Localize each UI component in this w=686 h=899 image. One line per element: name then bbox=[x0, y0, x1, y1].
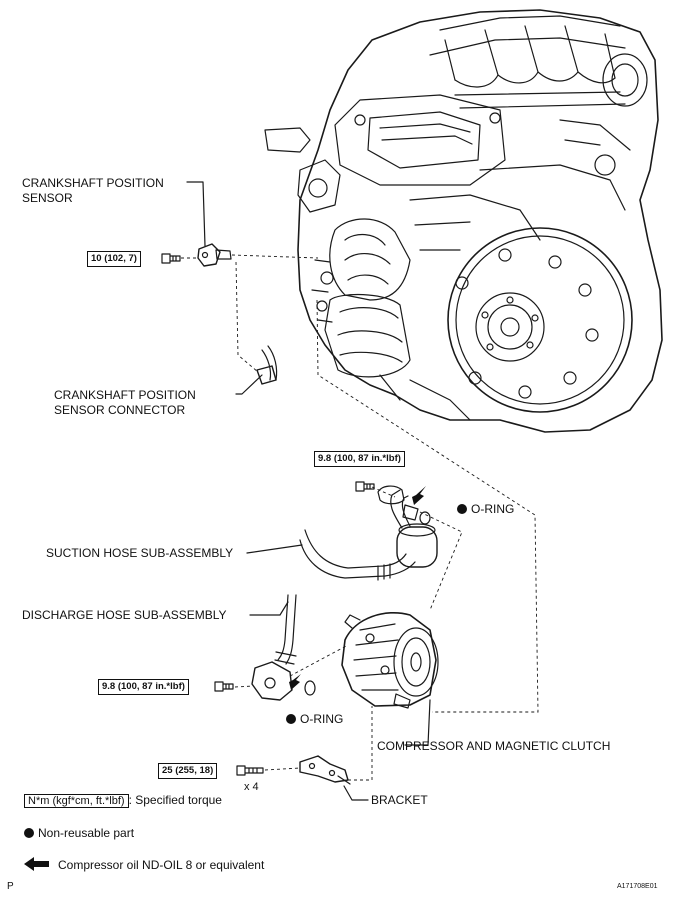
oil-arrow-top-icon bbox=[412, 486, 426, 505]
suction-bolt-icon bbox=[355, 481, 375, 492]
crankshaft-sensor-illustration bbox=[197, 243, 232, 267]
non-reusable-dot-icon bbox=[286, 714, 296, 724]
legend-torque-unit: N*m (kgf*cm, ft.*lbf) bbox=[24, 794, 129, 808]
sensor-bolt-icon bbox=[161, 253, 181, 264]
leader-discharge-hose bbox=[249, 601, 289, 616]
label-compressor: COMPRESSOR AND MAGNETIC CLUTCH bbox=[377, 739, 611, 753]
legend-torque-desc: : Specified torque bbox=[128, 793, 222, 807]
discharge-hose-illustration bbox=[251, 594, 297, 701]
label-bracket: BRACKET bbox=[371, 793, 428, 807]
sensor-connector-illustration bbox=[256, 345, 278, 385]
legend-non-reusable: Non-reusable part bbox=[24, 826, 134, 841]
compressor-illustration bbox=[341, 612, 439, 709]
label-bolt-count: x 4 bbox=[244, 781, 259, 793]
bracket-bolt-icon bbox=[236, 765, 264, 776]
legend-torque: N*m (kgf*cm, ft.*lbf): Specified torque bbox=[24, 793, 222, 809]
leader-bracket bbox=[343, 785, 369, 801]
legend-oil-text: Compressor oil ND-OIL 8 or equivalent bbox=[58, 858, 265, 872]
engine-illustration bbox=[264, 9, 663, 433]
leader-crankshaft-sensor bbox=[186, 181, 206, 247]
figure-code: A171708E01 bbox=[617, 883, 658, 890]
legend-non-reusable-text: Non-reusable part bbox=[38, 826, 135, 840]
oil-arrow-icon bbox=[24, 857, 49, 871]
torque-discharge-bolt: 9.8 (100, 87 in.*lbf) bbox=[98, 679, 189, 695]
legend-oil: Compressor oil ND-OIL 8 or equivalent bbox=[24, 857, 264, 873]
oil-arrow-bottom-icon bbox=[289, 674, 301, 690]
label-crankshaft-sensor-line1: CRANKSHAFT POSITION bbox=[22, 176, 164, 190]
torque-suction-bolt: 9.8 (100, 87 in.*lbf) bbox=[314, 451, 405, 467]
non-reusable-dot-icon bbox=[24, 828, 34, 838]
corner-mark-left: P bbox=[7, 881, 14, 892]
torque-sensor-bolt: 10 (102, 7) bbox=[87, 251, 141, 267]
suction-hose-illustration bbox=[299, 485, 438, 581]
label-sensor-connector-line2: SENSOR CONNECTOR bbox=[54, 403, 186, 417]
label-o-ring-top-text: O-RING bbox=[471, 502, 515, 516]
discharge-bolt-icon bbox=[214, 681, 234, 692]
label-crankshaft-sensor: CRANKSHAFT POSITION SENSOR bbox=[22, 176, 164, 206]
label-crankshaft-sensor-line2: SENSOR bbox=[22, 191, 73, 205]
leader-compressor bbox=[404, 699, 431, 746]
leader-suction-hose bbox=[246, 544, 303, 554]
label-o-ring-top: O-RING bbox=[457, 502, 514, 517]
torque-bracket-bolts: 25 (255, 18) bbox=[158, 763, 218, 779]
bracket-illustration bbox=[299, 755, 351, 785]
non-reusable-dot-icon bbox=[457, 504, 467, 514]
label-suction-hose: SUCTION HOSE SUB-ASSEMBLY bbox=[46, 546, 234, 560]
leader-sensor-connector bbox=[235, 374, 263, 395]
label-sensor-connector: CRANKSHAFT POSITION SENSOR CONNECTOR bbox=[54, 388, 196, 418]
o-ring-bottom-icon bbox=[304, 680, 316, 696]
o-ring-top-icon bbox=[419, 511, 431, 525]
assembly-dashed-lines bbox=[181, 254, 539, 781]
label-discharge-hose: DISCHARGE HOSE SUB-ASSEMBLY bbox=[22, 608, 227, 622]
label-o-ring-bottom-text: O-RING bbox=[300, 712, 344, 726]
label-o-ring-bottom: O-RING bbox=[286, 712, 343, 727]
label-sensor-connector-line1: CRANKSHAFT POSITION bbox=[54, 388, 196, 402]
